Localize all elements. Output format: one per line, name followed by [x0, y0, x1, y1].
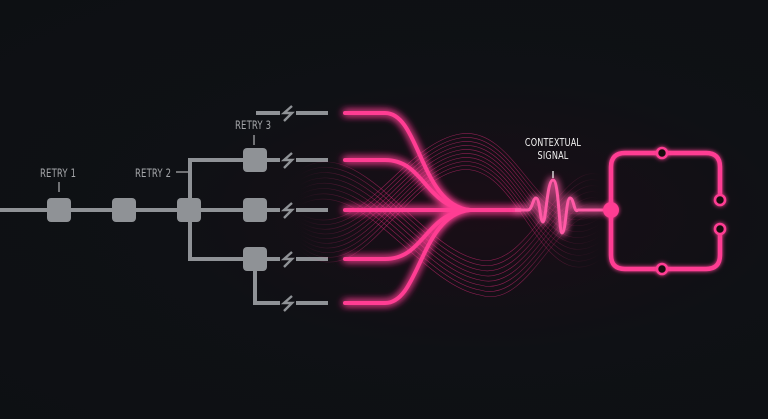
- stream-2: [343, 158, 472, 212]
- contextual-signal-label: CONTEXTUAL SIGNAL: [512, 136, 594, 162]
- retry3-label: RETRY 3: [235, 118, 272, 132]
- retry-tree: [0, 111, 328, 305]
- retry3-node: [243, 148, 267, 172]
- stream-5: [343, 208, 472, 305]
- break-icon: [280, 105, 295, 122]
- retry-node-lower: [243, 247, 267, 271]
- junction-dot: [603, 202, 619, 218]
- break-icon: [280, 152, 295, 169]
- break-icon: [280, 251, 295, 268]
- retry1-node: [47, 198, 71, 222]
- contextual-label-line2: SIGNAL: [537, 149, 569, 162]
- break-icons: [280, 105, 295, 312]
- break-icon: [280, 202, 295, 219]
- retry-node-2: [112, 198, 136, 222]
- output-frame: [608, 150, 723, 272]
- retry2-node: [177, 198, 201, 222]
- port-right-lower: [713, 222, 727, 236]
- stream-1: [343, 111, 472, 212]
- retry-node-mid: [243, 198, 267, 222]
- retry-nodes: [47, 148, 267, 271]
- retry2-label: RETRY 2: [135, 166, 172, 180]
- frame-outline: [608, 150, 723, 272]
- port-top: [655, 146, 669, 160]
- converging-streams: [343, 111, 522, 305]
- port-right-upper: [713, 193, 727, 207]
- break-icon: [280, 295, 295, 312]
- retry1-label: RETRY 1: [40, 166, 77, 180]
- contextual-label-line1: CONTEXTUAL: [524, 136, 582, 149]
- wave-mesh: [299, 133, 601, 298]
- frame-ports: [655, 146, 727, 276]
- port-bottom: [655, 262, 669, 276]
- contextual-signal-pulse: [515, 178, 605, 235]
